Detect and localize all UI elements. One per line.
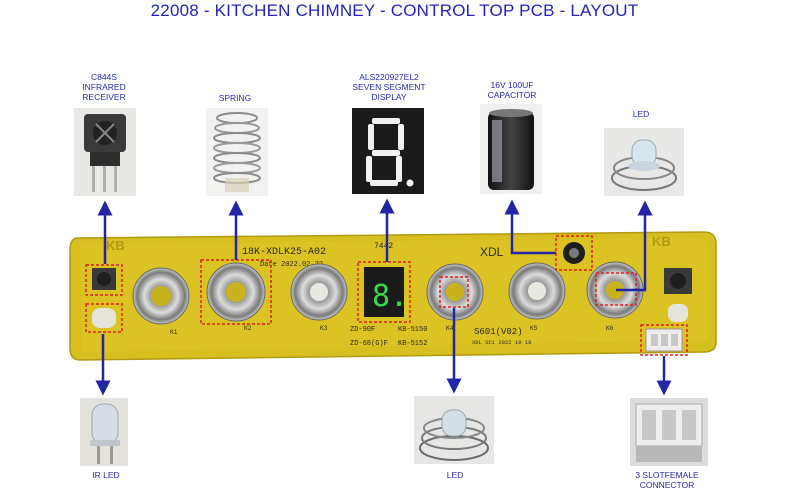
led-top-label: LED [632,109,650,119]
arrow-led-top [616,200,653,292]
board-connector [645,328,683,352]
part-a-text: ZD-90F [350,326,375,334]
coil-k1 [132,267,190,325]
highlight-ir-receiver [85,264,123,296]
key-label-k6: K6 [606,326,614,332]
board-ir-receiver [92,268,116,328]
logo-left: KB [106,238,125,253]
board-seven-segment: 8. [364,267,408,317]
part-c-text: ZD-68(G)F [350,340,388,348]
coil-k2 [206,262,266,322]
spring-label: SPRING [218,93,252,103]
highlight-ir-led [85,303,123,333]
key-label-k3: K3 [320,326,328,332]
key-label-k4: K4 [446,326,454,332]
led-top-photo [604,128,684,196]
led-bottom-photo [414,396,494,464]
connector-photo [630,398,708,466]
key-label-k2: K2 [244,326,252,332]
led-bottom-label: LED [446,470,464,480]
key-label-k1: K1 [170,330,178,336]
key-label-k5: K5 [530,326,538,332]
ir-receiver-photo [74,108,136,196]
code-top-text: 7442 [374,242,393,251]
coil-k6 [586,261,644,319]
ir-led-photo [80,398,128,466]
ir-led-label: IR LED [92,470,120,480]
small-code-text: XDL SC1 2022 10 18 [472,339,531,346]
coil-k3 [290,263,348,321]
coil-k5 [508,262,566,320]
s601-text: S601(V02) [474,327,523,337]
logo-right: KB [652,234,671,249]
brand-text: XDL [480,245,504,259]
part-d-text: KB-5152 [398,340,427,348]
board-seg-digit: 8. [372,279,408,314]
highlight-led-bottom [439,276,469,308]
date-text: Date 2022.02.22 [260,261,323,269]
board-ir-receiver-right [664,268,692,322]
seven-segment-photo [352,108,424,194]
coil-k4 [426,263,484,321]
model-text: 18K-XDLK25-A02 [242,247,326,258]
capacitor-photo [480,104,542,194]
part-b-text: KB-5150 [398,326,427,334]
board-capacitor [563,242,585,264]
arrow-capacitor [504,199,556,255]
page-title: 22008 - KITCHEN CHIMNEY - CONTROL TOP PC… [150,1,639,20]
highlight-connector [640,324,688,356]
spring-photo [206,108,268,196]
highlight-seven-segment [357,261,411,323]
